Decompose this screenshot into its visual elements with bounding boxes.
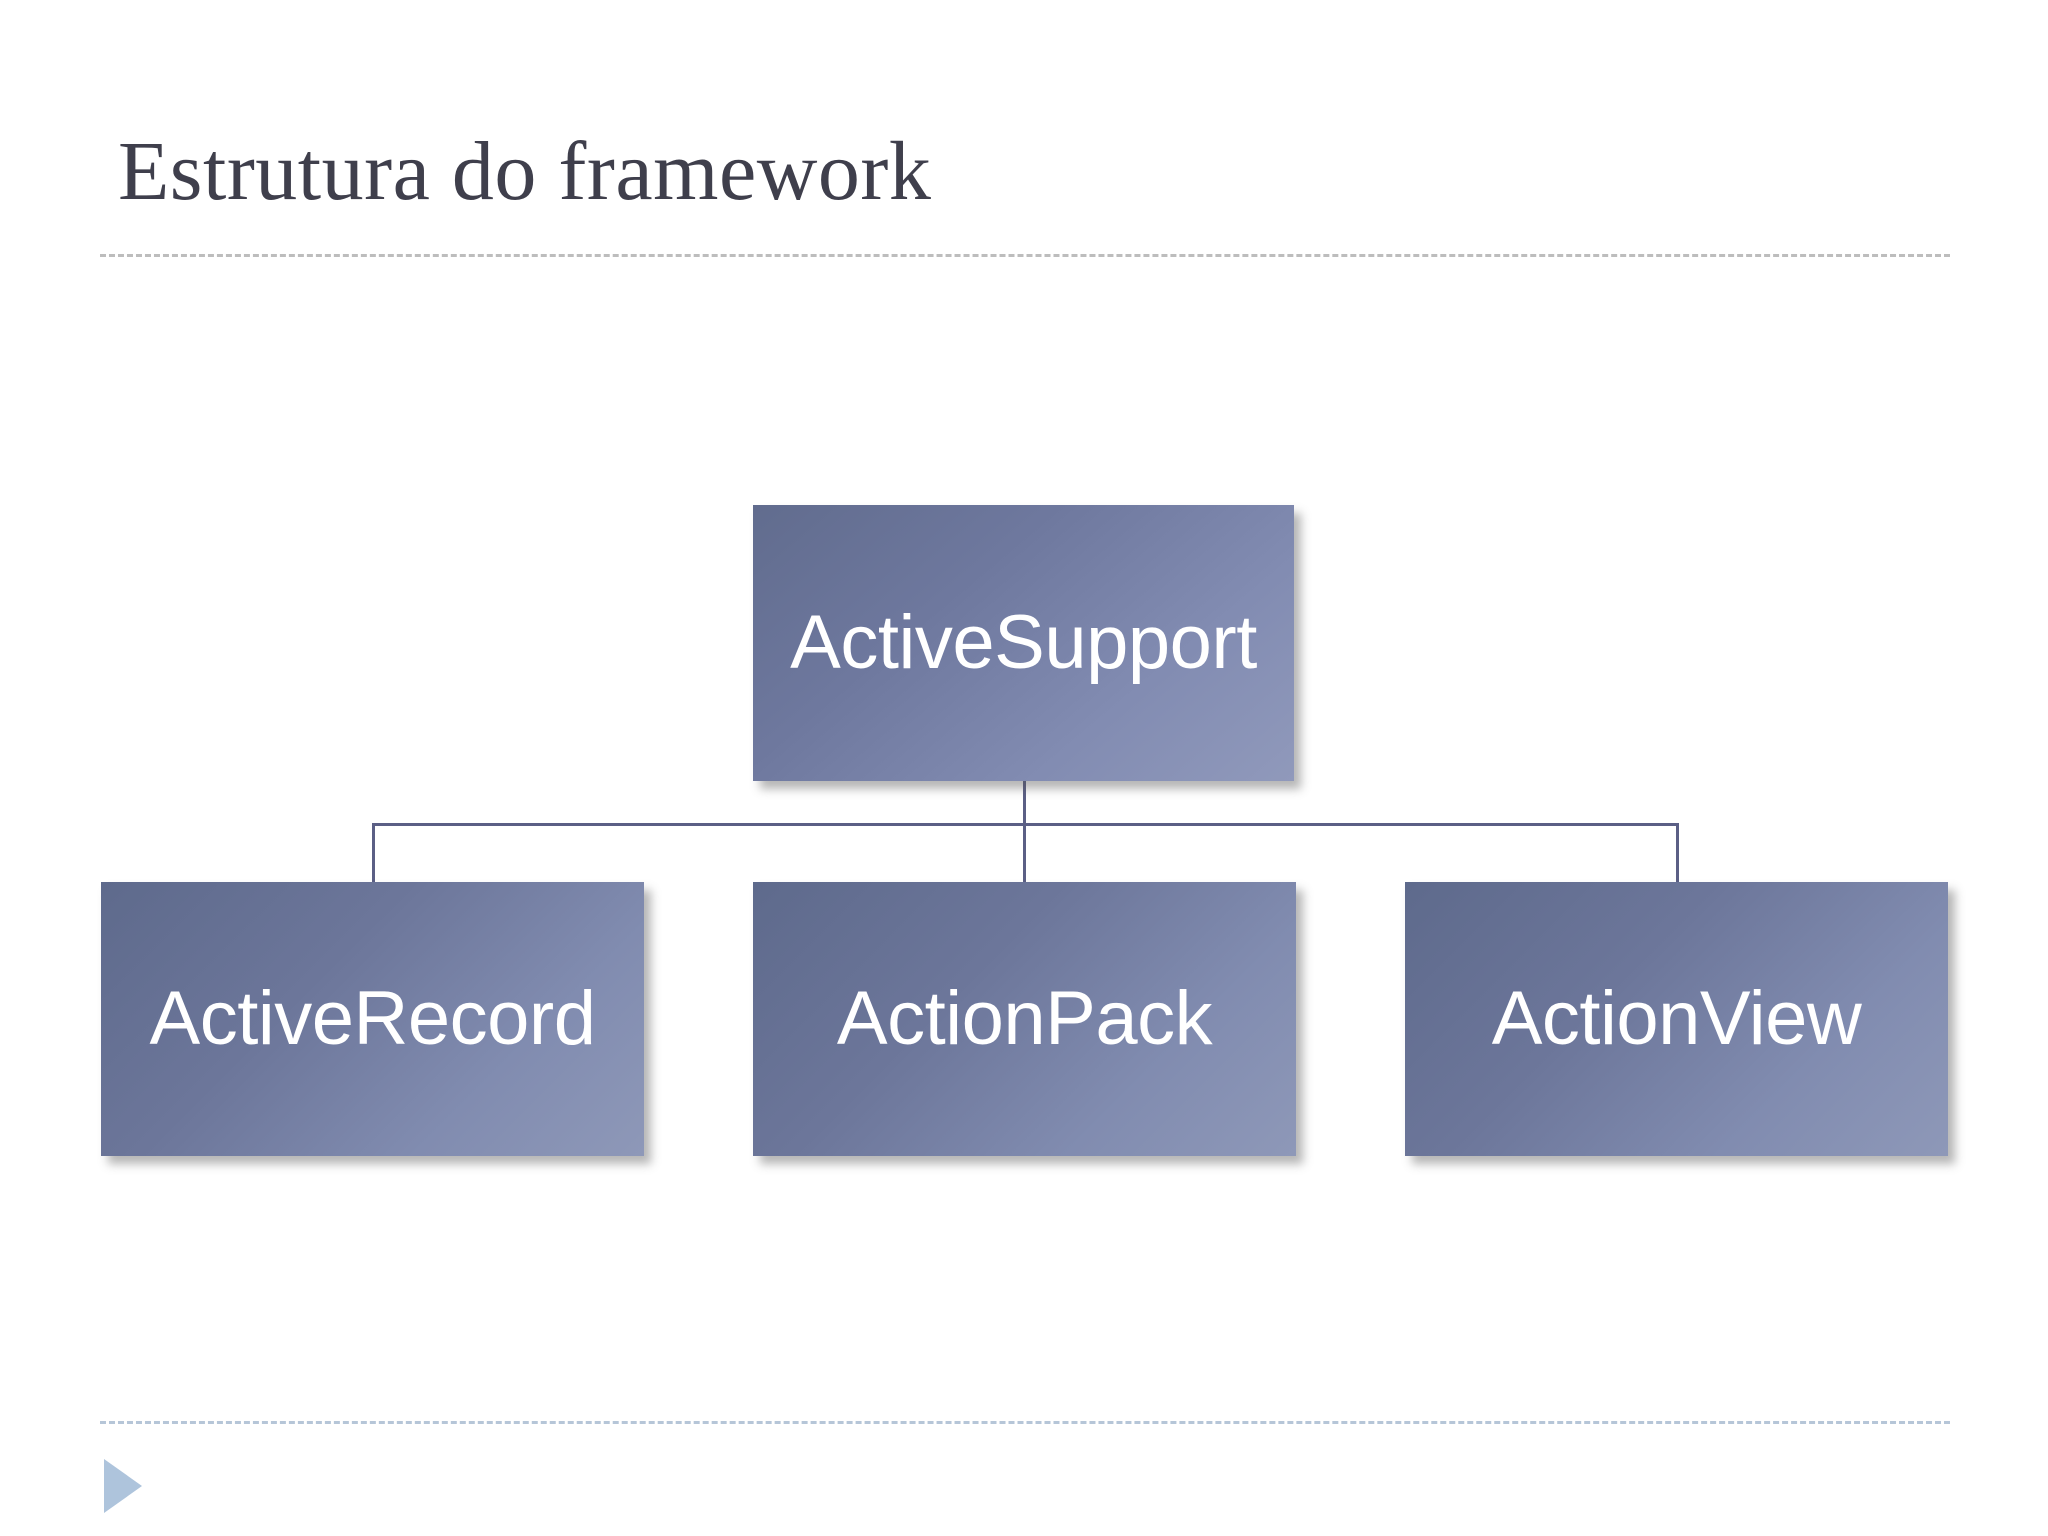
footer-divider-bottom — [100, 1421, 1950, 1424]
node-activerecord[interactable]: ActiveRecord — [101, 882, 644, 1156]
play-triangle-icon[interactable] — [104, 1459, 142, 1513]
node-actionview[interactable]: ActionView — [1405, 882, 1948, 1156]
node-activesupport[interactable]: ActiveSupport — [753, 505, 1294, 781]
connector-drop-actionview — [1676, 823, 1679, 884]
connector-drop-actionpack — [1023, 823, 1026, 884]
page-title: Estrutura do framework — [118, 125, 932, 218]
node-actionpack[interactable]: ActionPack — [753, 882, 1296, 1156]
title-divider-top — [100, 254, 1950, 257]
connector-drop-activerecord — [372, 823, 375, 884]
